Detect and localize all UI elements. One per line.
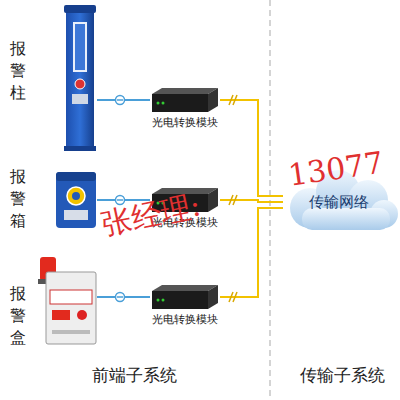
fiber-mark (229, 95, 233, 105)
fiber-mark (233, 292, 237, 302)
fiber-mark (229, 195, 233, 205)
device-label: 报警箱 (10, 166, 27, 232)
alarm-case (38, 257, 96, 344)
signal-connector (220, 100, 283, 196)
alarm-pillar (64, 5, 96, 151)
fiber-mark (229, 292, 233, 302)
network-label: 传输网络 (283, 193, 395, 212)
signal-connector (220, 200, 283, 202)
signal-connector (220, 208, 283, 297)
converter-icon (152, 88, 218, 112)
section-title: 传输子系统 (300, 364, 385, 387)
connector-plug (117, 296, 123, 298)
device-node: 报警箱 (4, 160, 97, 240)
converter-label: 光电转换模块 (150, 312, 220, 327)
section-title: 前端子系统 (92, 364, 177, 387)
converter-label: 光电转换模块 (150, 115, 220, 130)
device-label: 报警盒 (10, 283, 27, 349)
converter-icon (152, 285, 218, 309)
connector-plug (116, 96, 125, 105)
alarm-box (56, 172, 96, 228)
connector-plug (116, 293, 125, 302)
device-node: 报警盒 (4, 250, 97, 350)
divider-line (269, 0, 270, 400)
fiber-mark (233, 195, 237, 205)
device-label: 报警柱 (10, 38, 27, 104)
converter-node: 光电转换模块 (150, 86, 220, 130)
converter-node: 光电转换模块 (150, 283, 220, 327)
watermark: 张经理: (98, 185, 204, 246)
fiber-mark (233, 95, 237, 105)
connector-plug (117, 99, 123, 101)
device-node: 报警柱 (4, 3, 97, 153)
